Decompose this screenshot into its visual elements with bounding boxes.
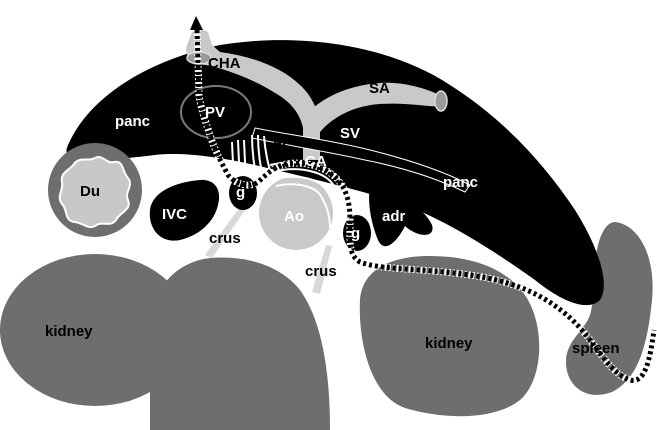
label-du: Du bbox=[80, 183, 100, 200]
label-cha: CHA bbox=[208, 55, 241, 72]
label-crus-center: crus bbox=[305, 263, 337, 280]
label-crus-left: crus bbox=[209, 230, 241, 247]
label-kidney-left: kidney bbox=[45, 323, 93, 340]
label-ao: Ao bbox=[284, 208, 304, 225]
label-sv: SV bbox=[340, 125, 360, 142]
label-adr: adr bbox=[382, 208, 406, 225]
label-ivc: IVC bbox=[162, 206, 187, 223]
label-ca: CA bbox=[305, 153, 327, 170]
label-spleen: spleen bbox=[572, 340, 620, 357]
label-g-left: g bbox=[236, 184, 245, 201]
left-kidney bbox=[0, 254, 190, 406]
label-g-right: g bbox=[351, 225, 360, 242]
label-kidney-right: kidney bbox=[425, 335, 473, 352]
label-panc-left: panc bbox=[115, 113, 150, 130]
label-panc-right: panc bbox=[443, 174, 478, 191]
splenic-artery-end bbox=[435, 91, 447, 111]
label-pl: pl bbox=[273, 137, 286, 154]
label-pv: PV bbox=[205, 104, 225, 121]
label-sa: SA bbox=[369, 80, 390, 97]
